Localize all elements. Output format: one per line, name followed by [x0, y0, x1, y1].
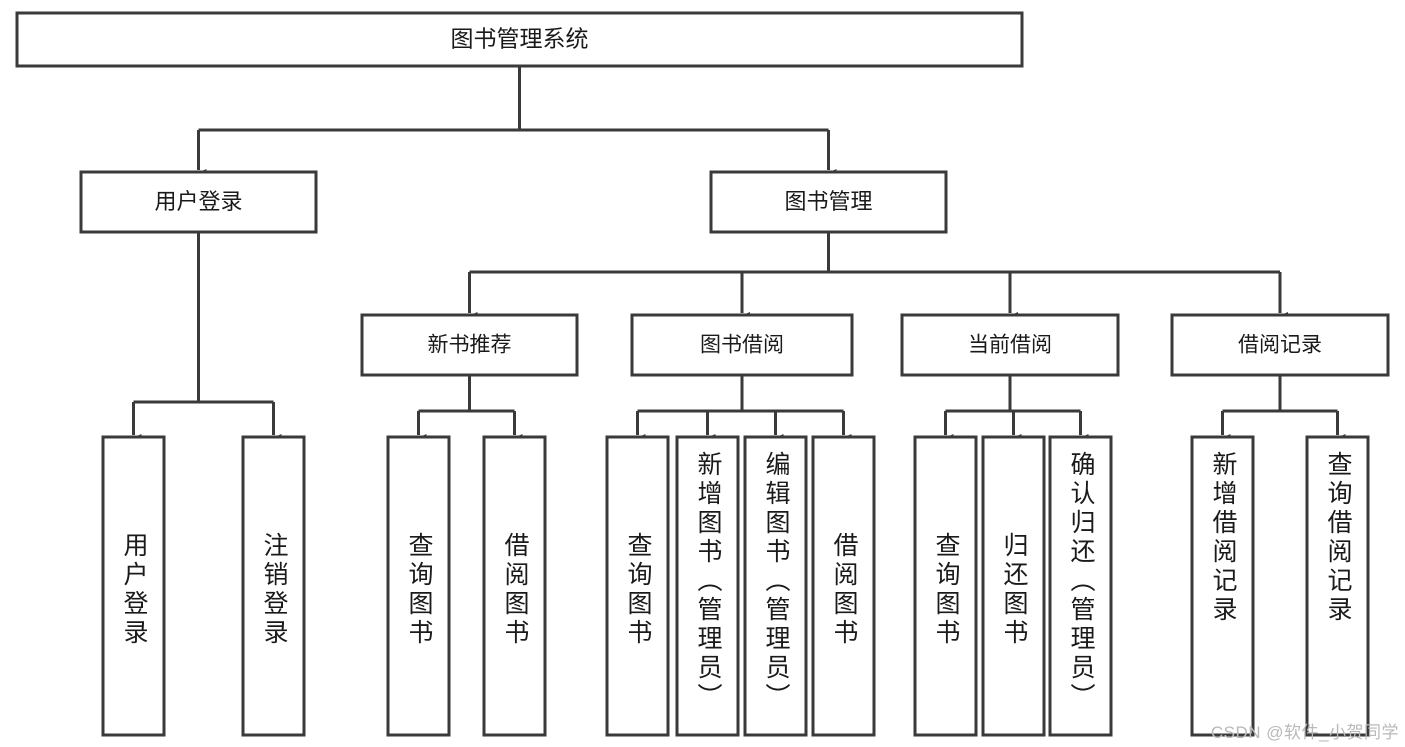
level2-node-box-0[interactable]	[360, 313, 579, 377]
level1-node-box-1[interactable]	[709, 170, 948, 234]
level2-node-box-2[interactable]	[900, 313, 1120, 377]
level1-node-label-1: 图书管理	[784, 189, 872, 214]
level2-node-label-0: 新书推荐	[428, 334, 512, 357]
root-node-label: 图书管理系统	[451, 26, 589, 52]
leaf-node-box-10[interactable]	[1048, 435, 1113, 737]
leaf-node-box-1[interactable]	[241, 435, 306, 737]
leaf-node-box-11[interactable]	[1190, 435, 1255, 737]
level2-node-label-1: 图书借阅	[700, 334, 784, 357]
leaf-node-box-12[interactable]	[1305, 435, 1370, 737]
leaf-node-box-2[interactable]	[386, 435, 451, 737]
connector-edges	[125, 66, 1346, 448]
level1-node-label-0: 用户登录	[154, 189, 242, 214]
leaf-node-box-6[interactable]	[743, 435, 808, 737]
root-node-box[interactable]	[15, 11, 1024, 68]
level2-node-box-1[interactable]	[630, 313, 854, 377]
node-boxes	[15, 11, 1390, 737]
leaf-node-box-9[interactable]	[981, 435, 1046, 737]
leaf-node-box-0[interactable]	[101, 435, 166, 737]
leaf-node-box-3[interactable]	[482, 435, 547, 737]
leaf-node-box-4[interactable]	[605, 435, 670, 737]
level2-node-box-3[interactable]	[1170, 313, 1390, 377]
leaf-node-box-7[interactable]	[811, 435, 876, 737]
level1-node-box-0[interactable]	[79, 170, 318, 234]
leaf-node-box-8[interactable]	[913, 435, 978, 737]
level2-node-label-3: 借阅记录	[1238, 334, 1322, 357]
watermark: CSDN @软件_小贺同学	[1210, 723, 1399, 742]
level2-node-label-2: 当前借阅	[968, 334, 1052, 357]
leaf-node-box-5[interactable]	[675, 435, 740, 737]
